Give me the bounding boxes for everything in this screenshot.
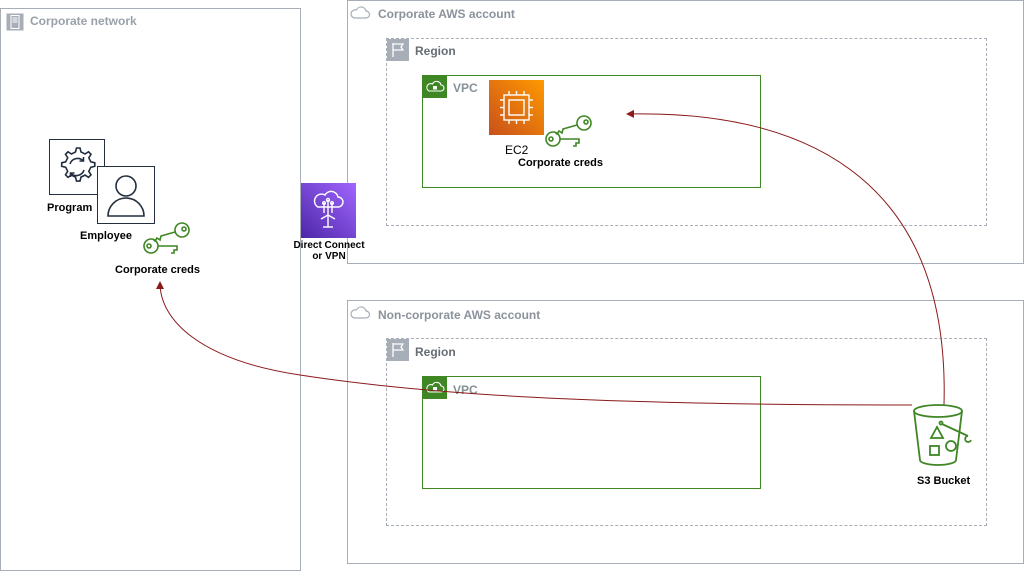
ec2-creds-label: Corporate creds: [518, 157, 603, 169]
user-icon: [97, 166, 155, 224]
gear-sync-icon: [49, 139, 105, 195]
corporate-aws-account-label: Corporate AWS account: [378, 7, 515, 21]
flag-icon: [387, 39, 409, 61]
s3-label: S3 Bucket: [917, 475, 971, 487]
flag-icon: [387, 339, 409, 361]
noncorp-vpc-label: VPC: [453, 383, 478, 397]
program-label: Program: [47, 202, 93, 214]
direct-connect-label-line2: or VPN: [312, 251, 346, 262]
corporate-vpc-group: VPC: [422, 75, 761, 188]
noncorp-aws-account-label: Non-corporate AWS account: [378, 308, 541, 322]
employee-label: Employee: [80, 230, 132, 242]
keys-icon: [545, 115, 592, 147]
employee-creds-label: Corporate creds: [115, 264, 200, 276]
corporate-region-label: Region: [415, 44, 456, 58]
direct-connect-label-line1: Direct Connect: [293, 240, 365, 251]
noncorp-region-label: Region: [415, 345, 456, 359]
corporate-network-group: Corporate network: [0, 8, 301, 571]
vpc-cloud-lock-icon: [423, 377, 447, 399]
direct-connect-icon: [301, 183, 356, 238]
cloud-icon: [350, 6, 371, 19]
corporate-vpc-label: VPC: [453, 81, 478, 95]
keys-icon: [143, 222, 190, 254]
ec2-label: EC2: [505, 143, 529, 157]
noncorp-vpc-group: VPC: [422, 376, 761, 489]
s3-bucket-icon: [913, 404, 972, 466]
vpc-cloud-lock-icon: [423, 76, 447, 98]
server-icon: [6, 13, 24, 31]
corporate-network-label: Corporate network: [30, 14, 137, 28]
ec2-chip-icon: [489, 80, 544, 135]
cloud-icon: [350, 306, 371, 319]
